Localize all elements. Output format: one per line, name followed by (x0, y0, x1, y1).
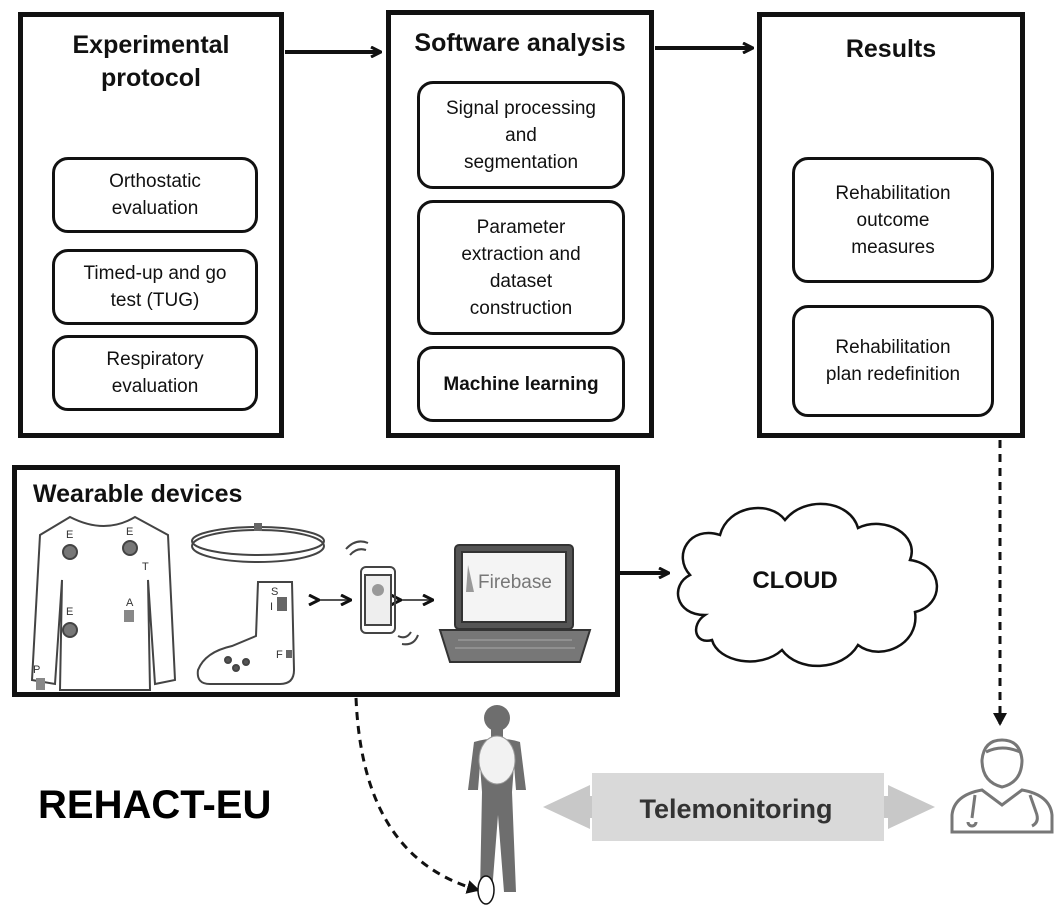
plan-redefinition-box: Rehabilitation plan redefinition (792, 305, 994, 417)
experimental-protocol-panel: Experimental protocol Orthostatic evalua… (18, 12, 284, 438)
tug-test-box: Timed-up and go test (TUG) (52, 249, 258, 325)
respiratory-evaluation-box: Respiratory evaluation (52, 335, 258, 411)
sock-marker-f: F (276, 649, 283, 661)
telemonitoring-double-arrow (543, 773, 935, 841)
experimental-protocol-title: Experimental protocol (72, 31, 230, 92)
signal-processing-label: Signal processing and segmentation (446, 97, 596, 173)
shirt-marker-e1: E (66, 529, 73, 541)
cloud-shape (676, 502, 939, 668)
sock-marker-i: I (270, 601, 273, 613)
plan-redefinition-label: Rehabilitation plan redefinition (825, 337, 961, 385)
machine-learning-label: Machine learning (443, 373, 599, 395)
machine-learning-box: Machine learning (417, 346, 625, 422)
shirt-marker-e2: E (126, 526, 133, 538)
signal-processing-box: Signal processing and segmentation (417, 81, 625, 189)
doctor-icon (950, 738, 1054, 834)
outcome-measures-box: Rehabilitation outcome measures (792, 157, 994, 283)
shirt-marker-a: A (126, 597, 134, 609)
shirt-marker-e3: E (66, 606, 73, 618)
shirt-sensor-icon (30, 515, 177, 691)
shirt-marker-t: T (142, 561, 149, 573)
respiratory-evaluation-label: Respiratory evaluation (106, 349, 204, 397)
orthostatic-evaluation-label: Orthostatic evaluation (109, 171, 201, 219)
software-analysis-panel: Software analysis Signal processing and … (386, 10, 654, 438)
parameter-extraction-box: Parameter extraction and dataset constru… (417, 200, 625, 335)
results-panel: Results Rehabilitation outcome measures … (757, 12, 1025, 438)
smartphone-icon (345, 540, 419, 646)
project-name: REHACT-EU (38, 783, 271, 827)
telemonitoring-label: Telemonitoring (640, 794, 833, 824)
firebase-label: Firebase (478, 572, 552, 593)
shirt-marker-p: P (33, 664, 40, 676)
parameter-extraction-label: Parameter extraction and dataset constru… (461, 216, 581, 319)
wearable-devices-title: Wearable devices (33, 480, 243, 508)
laptop-icon (438, 544, 592, 663)
sock-sensor-icon (196, 581, 296, 685)
dashed-arrow-wearables-to-patient (354, 697, 480, 894)
results-title: Results (845, 35, 937, 63)
cloud-label: CLOUD (752, 567, 837, 594)
tug-test-label: Timed-up and go test (TUG) (83, 263, 227, 311)
outcome-measures-label: Rehabilitation outcome measures (835, 182, 951, 258)
software-analysis-title: Software analysis (414, 29, 626, 57)
patient-figure-icon (468, 705, 526, 905)
chest-band-icon (191, 523, 325, 563)
sock-marker-s: S (271, 586, 278, 598)
orthostatic-evaluation-box: Orthostatic evaluation (52, 157, 258, 233)
